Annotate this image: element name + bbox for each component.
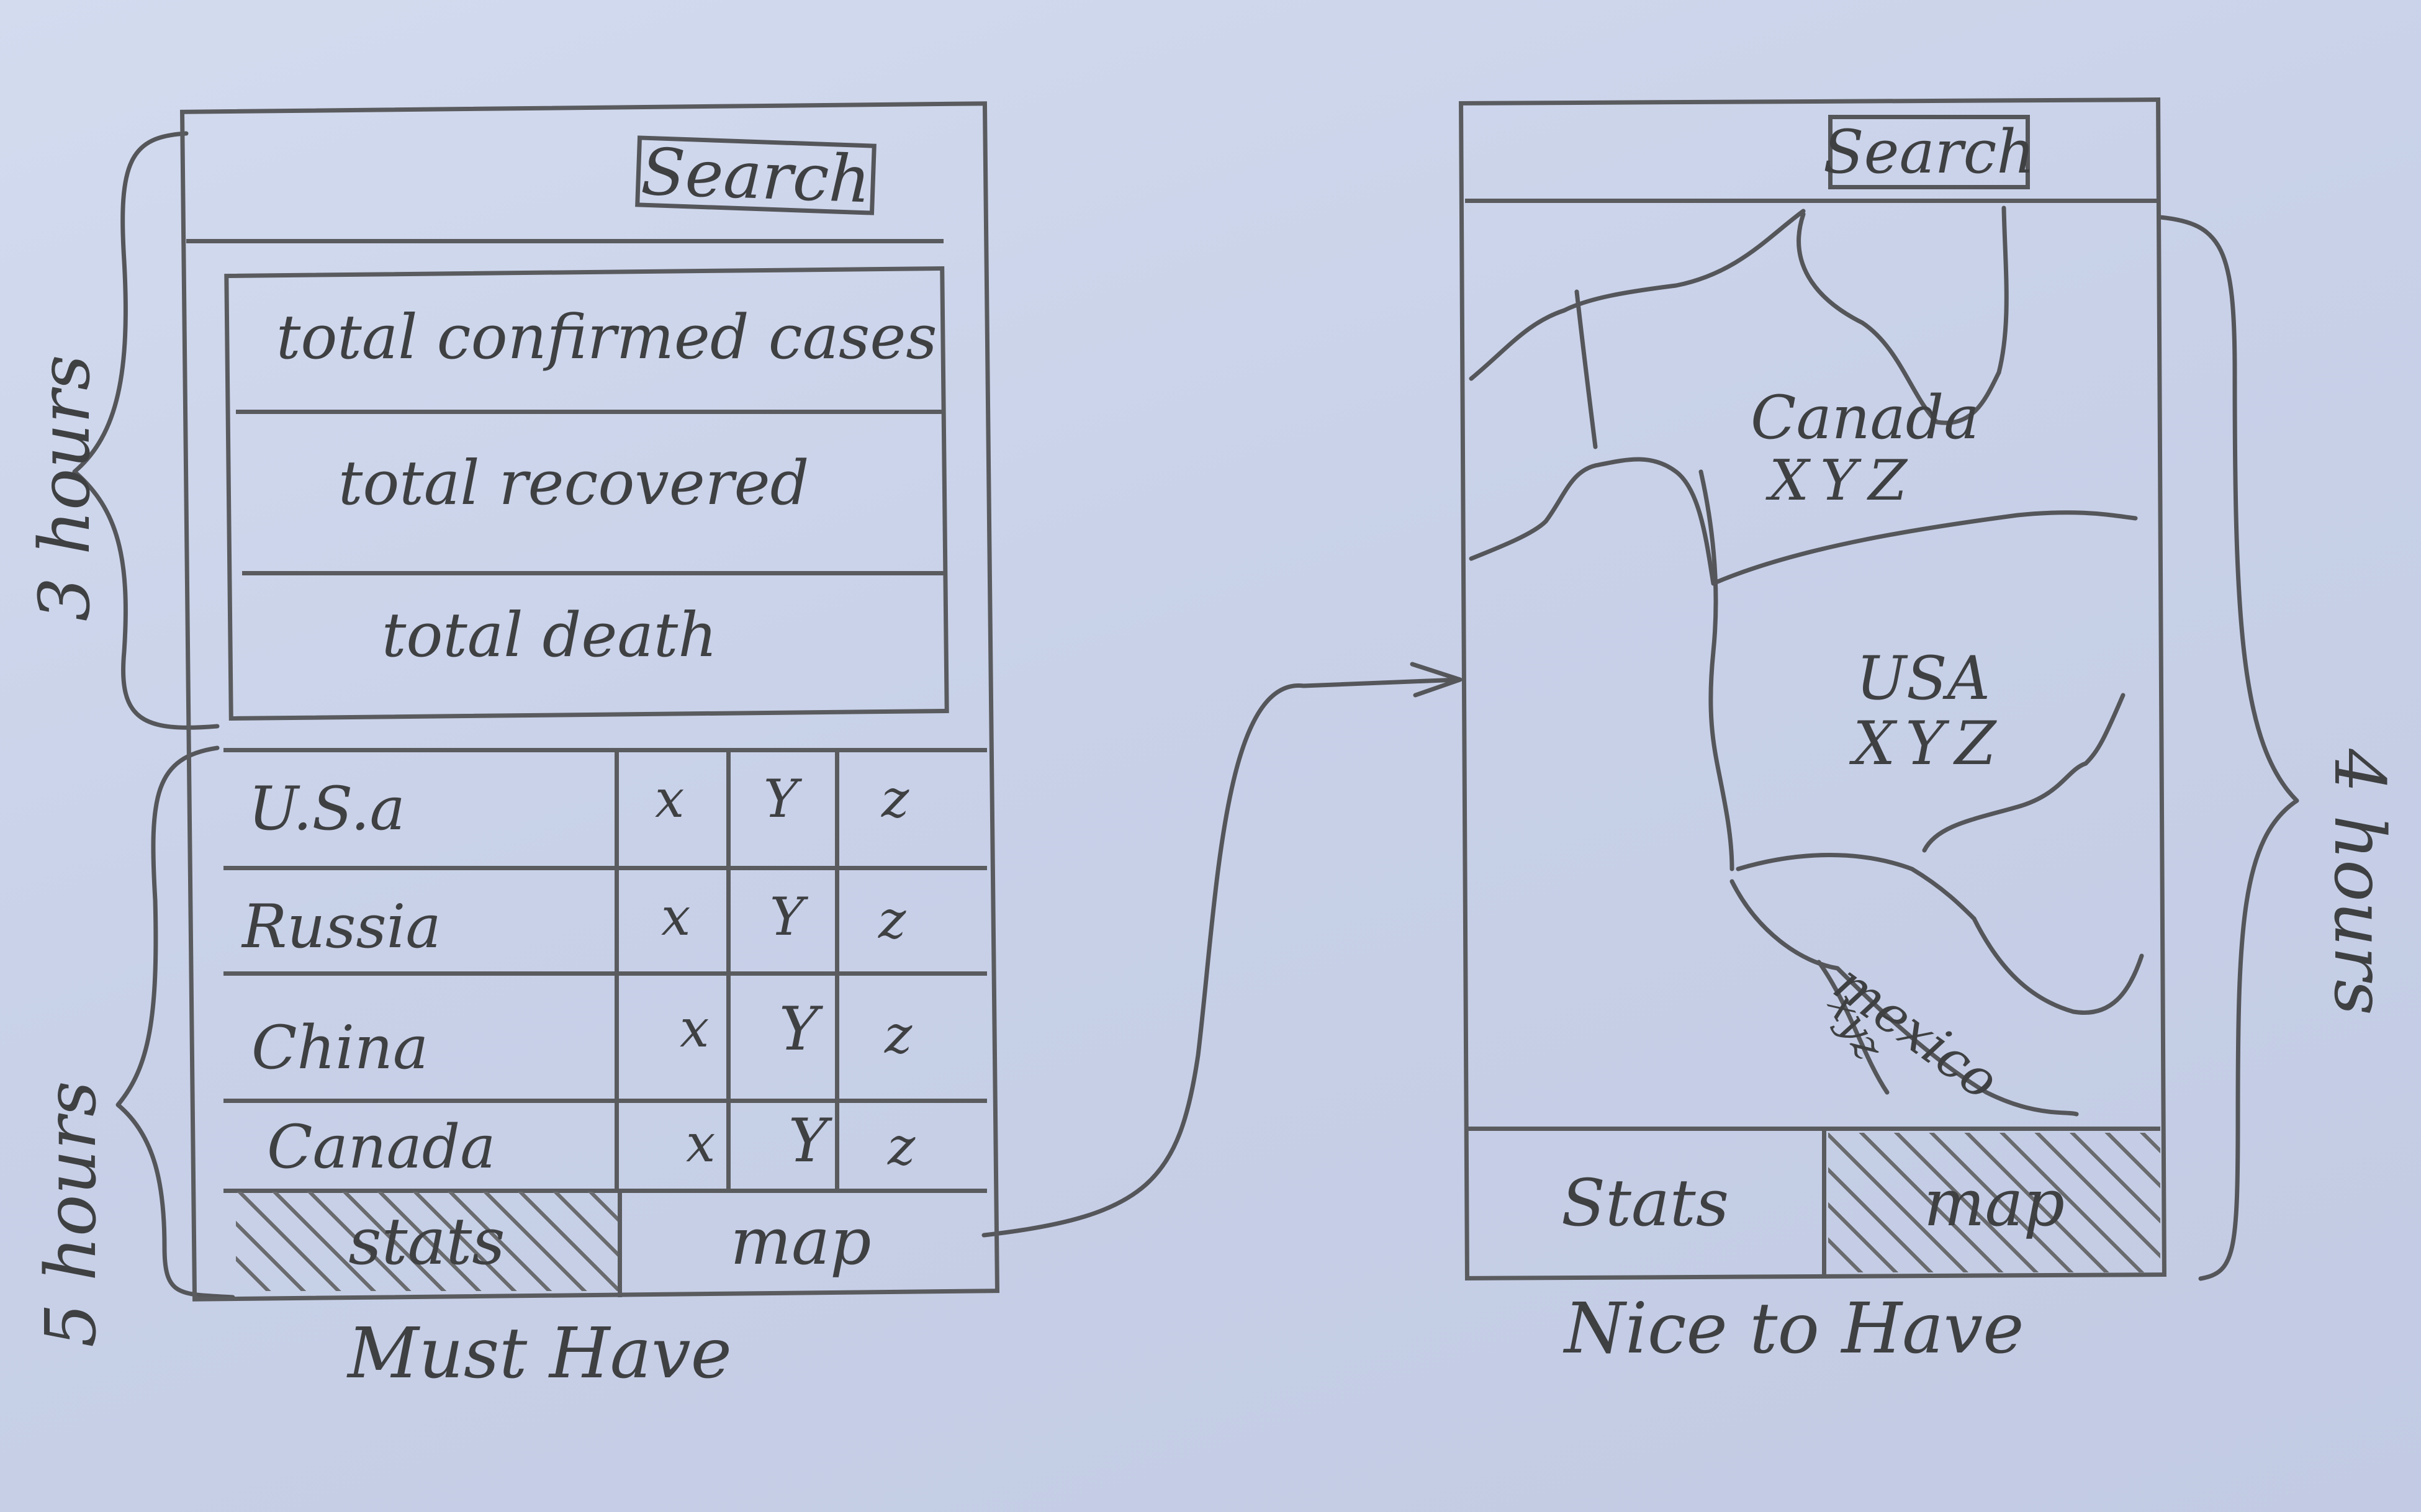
- arrow-head: [1410, 662, 1463, 698]
- map-border-canada-north: [1469, 209, 1806, 381]
- map-border-mexico-inner: [1816, 960, 1890, 1095]
- estimate-4-hours: 4 hours: [2319, 749, 2399, 1015]
- table-row-canada-z: z: [888, 1116, 916, 1177]
- table-row-canada-country[interactable]: Canada: [267, 1112, 496, 1182]
- right-header-divider: [1465, 199, 2160, 203]
- left-header-divider: [186, 239, 944, 243]
- map-region-canada-name[interactable]: Canada: [1751, 383, 1980, 452]
- left-tab-map[interactable]: map: [730, 1204, 872, 1279]
- right-tab-top-line: [1465, 1127, 2160, 1131]
- map-border-florida: [1972, 916, 2144, 1015]
- table-row-russia-country[interactable]: Russia: [242, 892, 441, 961]
- summary-divider-1: [236, 410, 944, 414]
- table-row-china-z: z: [885, 1004, 913, 1065]
- summary-divider-2: [242, 571, 944, 575]
- map-region-usa-values: XYZ: [1853, 709, 2006, 778]
- brace-5-hours: [115, 745, 235, 1300]
- map-arrow-line: [981, 677, 1461, 1238]
- table-row-russia-x: x: [661, 886, 691, 947]
- table-row-line-3: [223, 1099, 987, 1103]
- summary-row-total-recovered[interactable]: total recovered: [338, 448, 809, 519]
- brace-4-hours: [2158, 215, 2299, 1281]
- right-tab-divider: [1822, 1127, 1826, 1276]
- map-border-west-coast: [1698, 469, 1734, 871]
- right-tab-stats[interactable]: Stats: [1561, 1164, 1729, 1241]
- right-tab-map[interactable]: map: [1828, 1133, 2160, 1272]
- must-have-caption: Must Have: [348, 1313, 732, 1394]
- table-row-line-2: [223, 971, 987, 976]
- table-row-line-4: [223, 1189, 987, 1193]
- table-row-china-y: Y: [779, 994, 819, 1064]
- table-col-line-1: [615, 748, 619, 1189]
- map-border-mexico-coast: [1729, 879, 2079, 1117]
- summary-row-total-confirmed-cases[interactable]: total confirmed cases: [276, 302, 937, 373]
- table-row-russia-y: Y: [770, 886, 805, 947]
- table-row-russia-z: z: [878, 889, 906, 950]
- table-row-usa-x: x: [655, 768, 685, 829]
- map-region-usa-name[interactable]: USA: [1856, 644, 1990, 713]
- table-row-canada-y: Y: [788, 1106, 828, 1176]
- estimate-3-hours: 3 hours: [25, 354, 106, 621]
- table-col-line-3: [835, 748, 839, 1189]
- table-row-usa-country[interactable]: U.S.a: [248, 774, 405, 844]
- left-tab-divider: [618, 1189, 622, 1297]
- map-border-canada-west: [1574, 289, 1598, 449]
- nice-to-have-phone-frame: [1459, 97, 2166, 1280]
- map-region-canada-values: XYZ: [1769, 448, 1919, 513]
- map-border-hudson-right: [1996, 205, 2009, 375]
- table-row-canada-x: x: [686, 1113, 716, 1174]
- map-border-alaska: [1469, 457, 1716, 586]
- left-tab-stats[interactable]: stats: [236, 1192, 618, 1291]
- map-border-us-canada: [1711, 510, 2138, 586]
- map-border-hudson-left: [1797, 212, 2001, 425]
- right-search-button[interactable]: Search: [1823, 115, 2035, 189]
- table-row-usa-y: Y: [764, 768, 798, 829]
- brace-3-hours: [72, 131, 220, 730]
- table-col-line-2: [726, 748, 731, 1189]
- table-row-china-x: x: [680, 998, 710, 1059]
- estimate-5-hours: 5 hours: [31, 1081, 112, 1348]
- table-row-usa-z: z: [881, 768, 909, 829]
- nice-to-have-caption: Nice to Have: [1564, 1289, 2024, 1369]
- left-search-button[interactable]: Search: [635, 133, 877, 217]
- table-row-line-1: [223, 866, 987, 870]
- map-border-gulf-coast: [1922, 693, 2126, 853]
- table-top-line: [223, 748, 987, 752]
- summary-row-total-death[interactable]: total death: [382, 600, 718, 671]
- map-border-us-mexico: [1736, 853, 1977, 921]
- table-row-china-country[interactable]: China: [251, 1013, 429, 1082]
